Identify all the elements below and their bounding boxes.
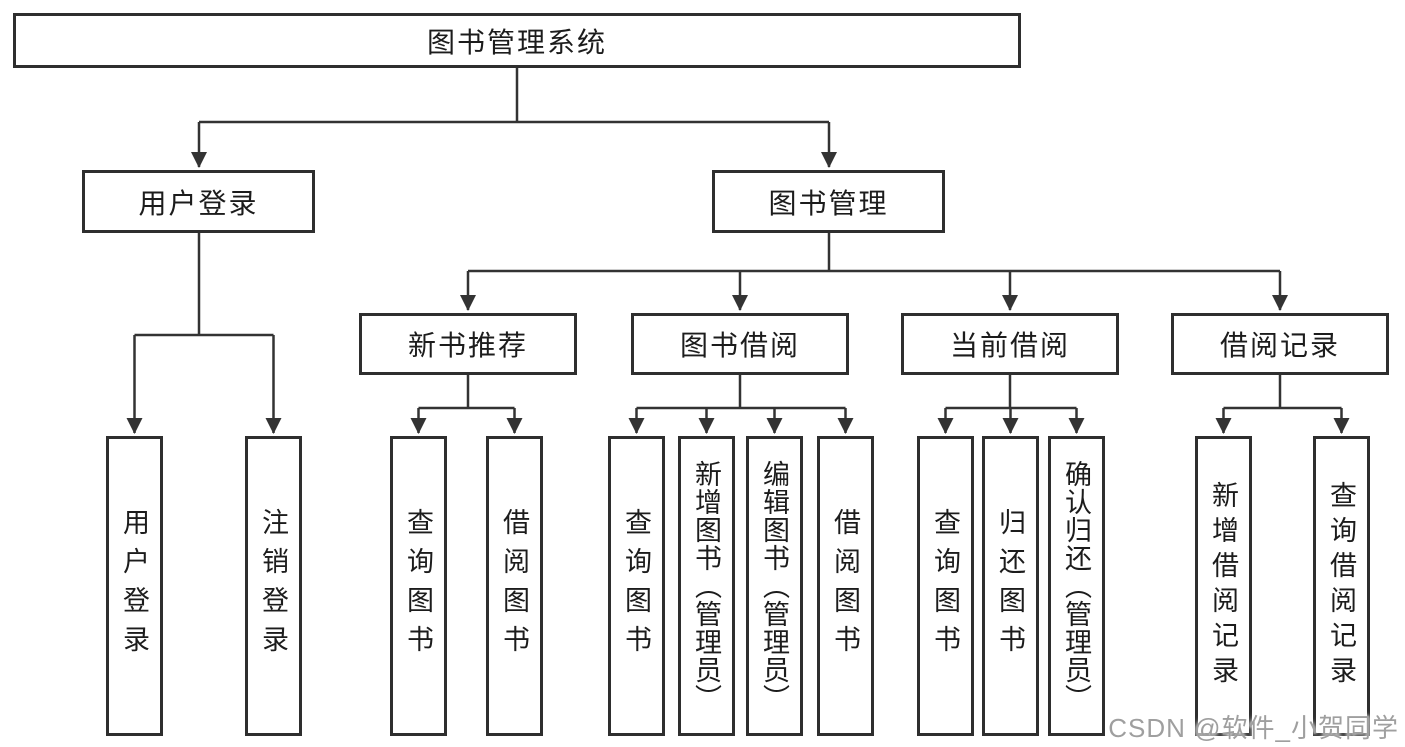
node-current-borrow: 当前借阅 <box>901 313 1119 375</box>
leaf-query-books-borrow: 查询图书 <box>608 436 665 736</box>
csdn-watermark: CSDN @软件_小贺同学 <box>1108 713 1399 743</box>
node-book-borrow: 图书借阅 <box>631 313 849 375</box>
leaf-add-borrow-record: 新增借阅记录 <box>1195 436 1252 736</box>
node-book-management: 图书管理 <box>712 170 945 233</box>
leaf-borrow-books-borrow: 借阅图书 <box>817 436 874 736</box>
leaf-borrow-books-recommend: 借阅图书 <box>486 436 543 736</box>
leaf-user-login: 用户登录 <box>106 436 163 736</box>
leaf-confirm-return-admin: 确认归还（管理员） <box>1048 436 1105 736</box>
leaf-return-book: 归还图书 <box>982 436 1039 736</box>
leaf-query-borrow-record: 查询借阅记录 <box>1313 436 1370 736</box>
node-new-book-recommend: 新书推荐 <box>359 313 577 375</box>
node-user-login: 用户登录 <box>82 170 315 233</box>
leaf-query-books-current: 查询图书 <box>917 436 974 736</box>
leaf-logout: 注销登录 <box>245 436 302 736</box>
node-root: 图书管理系统 <box>13 13 1021 68</box>
leaf-add-book-admin: 新增图书（管理员） <box>678 436 735 736</box>
leaf-query-books-recommend: 查询图书 <box>390 436 447 736</box>
node-borrow-records: 借阅记录 <box>1171 313 1389 375</box>
leaf-edit-book-admin: 编辑图书（管理员） <box>746 436 803 736</box>
